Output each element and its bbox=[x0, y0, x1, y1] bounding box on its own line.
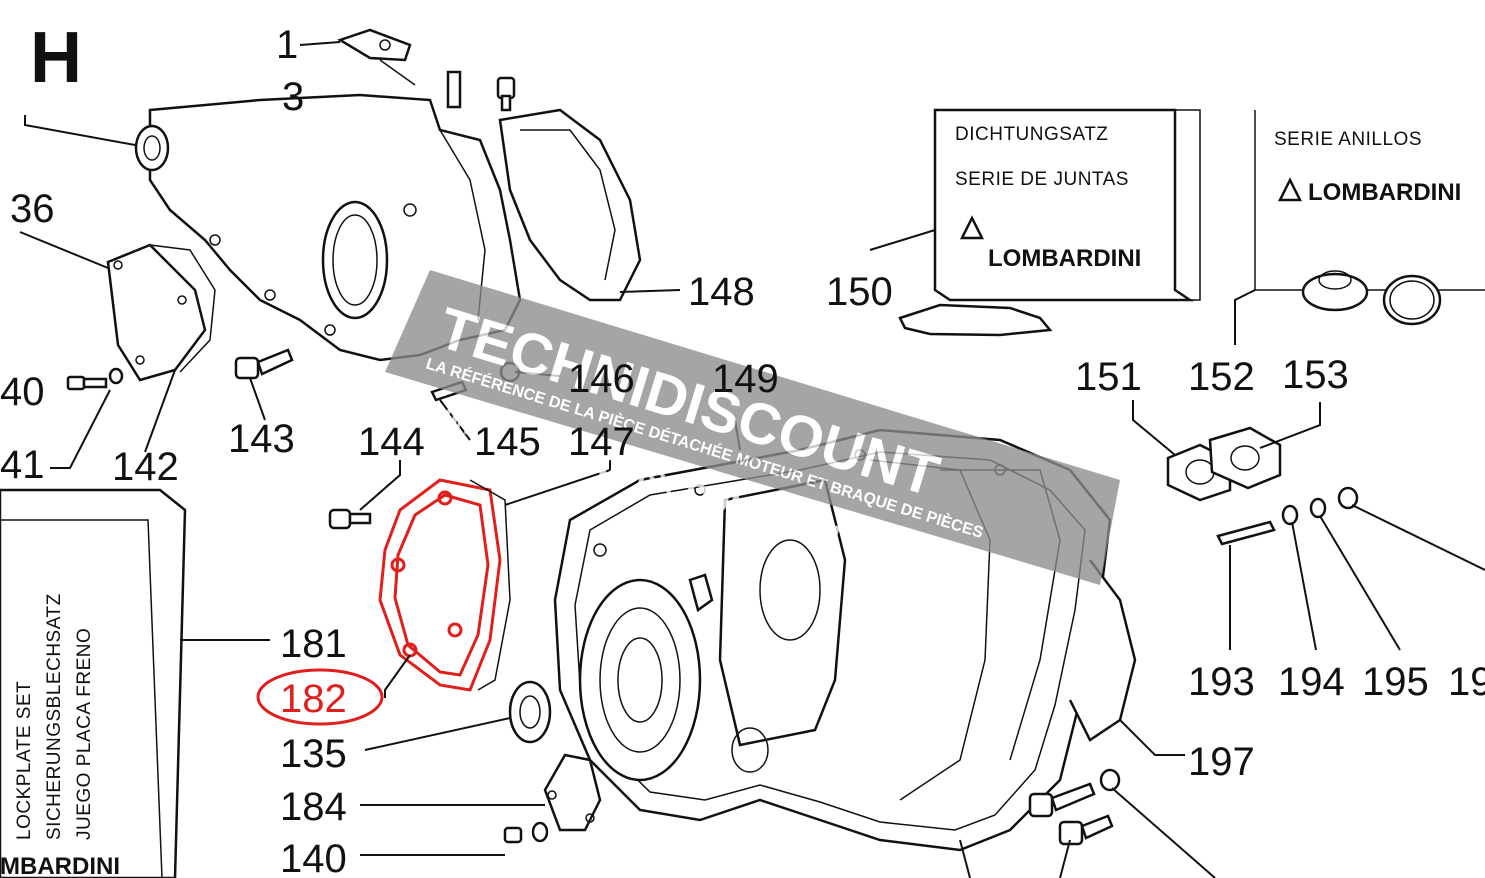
callout-182: 182 bbox=[280, 677, 347, 721]
bolt-143 bbox=[234, 348, 294, 380]
o-ring-part bbox=[1382, 274, 1442, 326]
callout-144: 144 bbox=[358, 420, 425, 464]
gasket-set-box: DICHTUNGSATZ SERIE DE JUNTAS LOMBARDINI bbox=[898, 108, 1201, 337]
callout-135: 135 bbox=[280, 732, 347, 776]
gasket-set-title-es: SERIE DE JUNTAS bbox=[955, 169, 1129, 190]
callout-181: 181 bbox=[280, 622, 347, 666]
callout-1: 1 bbox=[276, 23, 298, 67]
screw-140 bbox=[503, 821, 549, 844]
flange-gaskets bbox=[1166, 426, 1282, 502]
callout-41: 41 bbox=[0, 443, 45, 487]
highlighted-cover-182 bbox=[378, 478, 511, 692]
callout-153: 153 bbox=[1282, 353, 1349, 397]
ring-set-title-es: SERIE ANILLOS bbox=[1274, 129, 1422, 150]
callout-143: 143 bbox=[228, 417, 295, 461]
screw-40 bbox=[66, 367, 124, 391]
callout-142: 142 bbox=[112, 445, 179, 489]
callout-146: 146 bbox=[568, 357, 635, 401]
callout-193: 193 bbox=[1188, 660, 1255, 704]
callout-152: 152 bbox=[1188, 355, 1255, 399]
gasket-set-brand: LOMBARDINI bbox=[988, 245, 1141, 272]
ring-set-brand: LOMBARDINI bbox=[1308, 179, 1461, 206]
bolts-bottom bbox=[1028, 768, 1121, 846]
lockplate-set-box: LOCKPLATE SET SICHERUNGSBLECHSATZ JUEGO … bbox=[0, 488, 187, 878]
seal-part bbox=[134, 124, 170, 172]
screw-144 bbox=[328, 508, 372, 530]
callout-40: 40 bbox=[0, 370, 45, 414]
lockplate-title-en: LOCKPLATE SET bbox=[14, 681, 35, 840]
lockplate-brand: MBARDINI bbox=[0, 853, 120, 878]
callout-182-highlight bbox=[256, 668, 384, 726]
callout-150: 150 bbox=[826, 270, 893, 314]
bracket-part-1 bbox=[337, 28, 416, 86]
callout-196: 19 bbox=[1448, 660, 1485, 704]
callout-148: 148 bbox=[688, 270, 755, 314]
stud-part bbox=[446, 70, 462, 109]
callout-labels: 1 3 36 40 41 142 143 144 145 146 147 148… bbox=[0, 23, 1485, 878]
callout-140: 140 bbox=[280, 837, 347, 878]
lombardini-logo-icon bbox=[959, 215, 985, 240]
callout-197: 197 bbox=[1188, 740, 1255, 784]
lockplate-title-es: JUEGO PLACA FRENO bbox=[74, 628, 95, 840]
gasket-shape bbox=[898, 303, 1053, 337]
gasket-set-title-de: DICHTUNGSATZ bbox=[955, 124, 1108, 145]
callout-194: 194 bbox=[1278, 660, 1345, 704]
callout-184: 184 bbox=[280, 785, 347, 829]
callout-147: 147 bbox=[568, 420, 635, 464]
callout-149: 149 bbox=[712, 357, 779, 401]
lockplate-title-de: SICHERUNGSBLECHSATZ bbox=[44, 593, 65, 840]
callout-195: 195 bbox=[1362, 660, 1429, 704]
cover-184 bbox=[543, 753, 602, 832]
callout-145: 145 bbox=[474, 420, 541, 464]
callout-3: 3 bbox=[282, 75, 304, 119]
ring-set-box: SERIE ANILLOS LOMBARDINI bbox=[1254, 110, 1485, 326]
stud-and-washers bbox=[1216, 486, 1359, 546]
cover-plate-142 bbox=[106, 243, 216, 382]
section-letter: H bbox=[30, 18, 82, 98]
callout-151: 151 bbox=[1075, 355, 1142, 399]
lombardini-logo-icon bbox=[1277, 177, 1303, 202]
callout-36: 36 bbox=[10, 187, 55, 231]
ring-seal-part bbox=[1301, 272, 1369, 312]
seal-135 bbox=[508, 680, 552, 744]
